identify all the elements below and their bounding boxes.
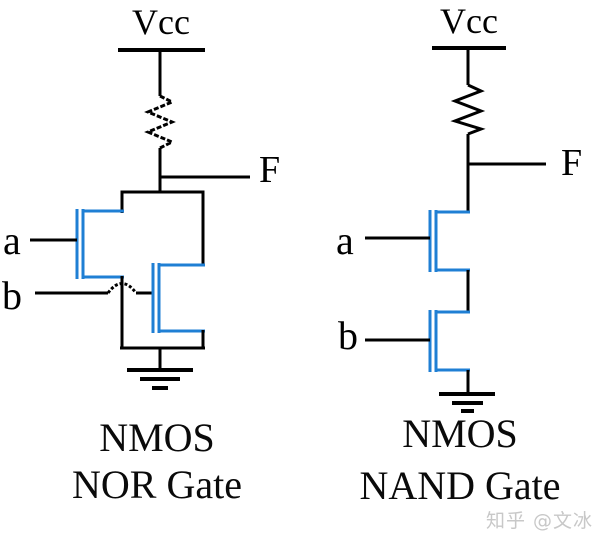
nor-transistor-b-icon xyxy=(151,263,205,333)
nand-input-a-label: a xyxy=(336,218,354,263)
nor-input-b-label: b xyxy=(2,273,22,318)
nor-pullup-resistor-icon xyxy=(144,94,176,150)
nand-output-label: F xyxy=(561,142,583,184)
nand-transistor-a-icon xyxy=(428,210,470,272)
nor-vcc-label: Vcc xyxy=(132,2,190,42)
nand-caption-line1: NMOS xyxy=(402,411,518,456)
nor-wire-hop-icon xyxy=(106,282,138,294)
nand-pullup-resistor-icon xyxy=(450,83,486,136)
nor-caption-line2: NOR Gate xyxy=(72,462,242,507)
zhihu-watermark: 知乎 @文冰 xyxy=(486,510,594,532)
nor-drain-rail xyxy=(120,190,205,266)
nor-ground-icon xyxy=(127,368,193,390)
nand-vcc-label: Vcc xyxy=(440,1,498,41)
nor-transistor-a-icon xyxy=(75,209,124,279)
nor-gate-circuit xyxy=(30,48,250,390)
nand-ground-icon xyxy=(439,392,495,413)
nor-output-label: F xyxy=(259,149,281,191)
nand-input-b-label: b xyxy=(338,313,358,358)
nor-source-rail xyxy=(120,330,205,371)
nor-caption-line1: NMOS xyxy=(99,415,215,460)
nand-gate-circuit xyxy=(365,46,546,413)
nand-caption-line2: NAND Gate xyxy=(359,463,561,508)
nor-input-a-label: a xyxy=(3,218,21,263)
nand-transistor-b-icon xyxy=(428,310,470,372)
